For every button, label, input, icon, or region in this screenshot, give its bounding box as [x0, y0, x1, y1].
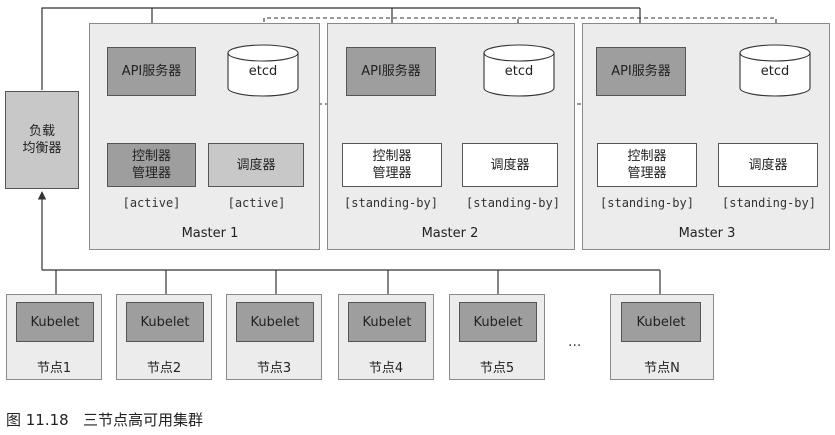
more-nodes-ellipsis: ...: [568, 334, 582, 350]
etcd-label-3: etcd: [760, 64, 790, 79]
controller-state-3: [standing-by]: [600, 196, 694, 210]
api-server-2: API服务器: [346, 47, 436, 96]
etcd-label-2: etcd: [504, 64, 534, 79]
node-label-5: 节点5: [479, 361, 515, 376]
kubelet-4: Kubelet: [348, 302, 426, 342]
lb-to-masters-line: [41, 7, 640, 90]
etcd-cylinder-1: [227, 44, 299, 97]
controller-state-1: [active]: [122, 196, 181, 210]
etcd-cylinder-2: [483, 44, 555, 97]
api-server-3: API服务器: [596, 47, 686, 96]
node-label-3: 节点3: [256, 361, 292, 376]
scheduler-2: 调度器: [462, 143, 558, 187]
kubelet-n: Kubelet: [621, 302, 701, 342]
etcd-cylinder-3: [739, 44, 811, 97]
master-title-1: Master 1: [181, 226, 239, 241]
master-title-2: Master 2: [421, 226, 479, 241]
node-label-n: 节点N: [644, 361, 680, 376]
controller-manager-1: 控制器 管理器: [107, 143, 196, 187]
node-label-1: 节点1: [36, 361, 72, 376]
master-title-3: Master 3: [678, 226, 736, 241]
node-label-2: 节点2: [146, 361, 182, 376]
api-server-1: API服务器: [107, 47, 196, 96]
scheduler-state-2: [standing-by]: [466, 196, 560, 210]
kubelet-3: Kubelet: [236, 302, 314, 342]
figure-caption: 图 11.18 三节点高可用集群: [6, 411, 204, 429]
controller-manager-2: 控制器 管理器: [342, 143, 442, 187]
kubelet-1: Kubelet: [16, 302, 94, 342]
etcd-label-1: etcd: [248, 64, 278, 79]
scheduler-state-3: [standing-by]: [722, 196, 816, 210]
controller-state-2: [standing-by]: [344, 196, 438, 210]
kubelet-2: Kubelet: [126, 302, 204, 342]
scheduler-state-1: [active]: [227, 196, 286, 210]
scheduler-1: 调度器: [208, 143, 304, 187]
kubelet-5: Kubelet: [459, 302, 537, 342]
load-balancer: 负载 均衡器: [5, 91, 79, 189]
scheduler-3: 调度器: [718, 143, 818, 187]
controller-manager-3: 控制器 管理器: [597, 143, 697, 187]
node-label-4: 节点4: [368, 361, 404, 376]
